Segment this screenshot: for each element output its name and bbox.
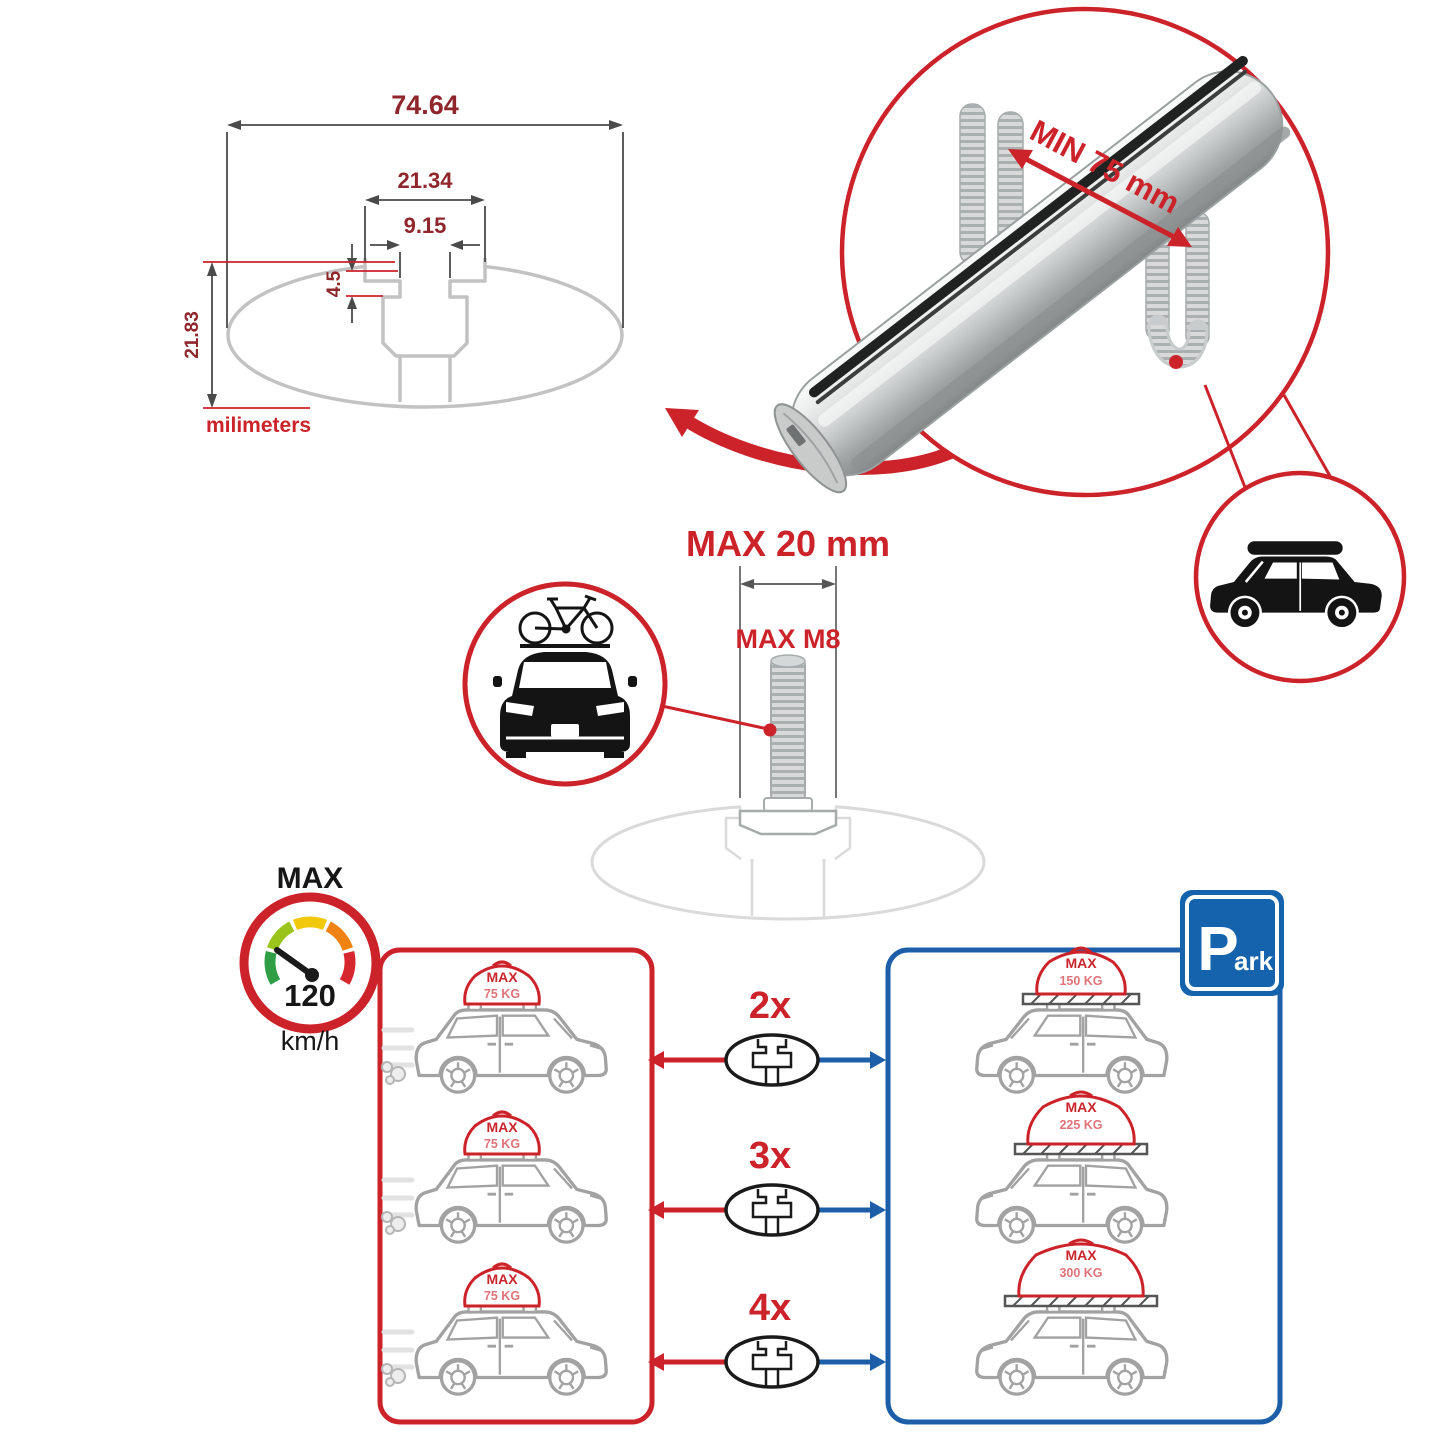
attachment-point-dot [1169,355,1183,369]
unit-label: milimeters [206,414,311,437]
bolt-leader-line [661,704,769,731]
max-width-label: MAX 20 mm [686,523,890,564]
crossbar-image [773,55,1291,494]
dim-slot-inner [370,240,480,278]
dim-height [203,261,395,409]
t-nut-icon [738,809,838,836]
driving-panel-box [377,947,655,1425]
bolt-icon [738,654,838,836]
min-span-dim [1008,149,1192,247]
multiplier-label: 2x [749,985,791,1027]
roof-bag-icon: MAX 150 KG [1035,946,1127,996]
profile-web [398,356,452,402]
bag-max-label: MAX [1065,955,1097,971]
bag-load-label: 75 KG [484,987,520,1001]
car-front-icon [493,644,637,758]
bag-load-label: 300 KG [1059,1266,1102,1280]
multiplier-label: 3x [749,1135,791,1177]
dim-width-label: 74.64 [391,90,459,120]
dim-slot-outer-label: 21.34 [397,168,453,193]
parked-panel-box [885,947,1283,1425]
roof-bag-icon: MAX 75 KG [463,1262,541,1308]
bag-max-label: MAX [486,1119,518,1135]
roof-bag-icon: MAX 75 KG [463,960,541,1006]
park-sign: P ark [1180,890,1284,996]
bolt-diagram: MAX 20 mm MAX M8 [462,523,986,921]
exhaust-icon [381,1211,406,1235]
dim-lip-label: 4.5 [324,270,345,297]
exhaust-icon [381,1363,406,1387]
bag-max-label: MAX [486,1271,518,1287]
roof-basket-icon [1013,1142,1149,1156]
crossbar-section-icon [724,1033,820,1087]
dim-lip [346,244,398,323]
dim-height-label: 21.83 [182,311,203,359]
max-thread-label: MAX M8 [735,624,840,654]
roof-bag-icon: MAX 300 KG [1017,1238,1145,1298]
cross-section-diagram: 74.64 21.34 9.15 4.5 21.83 milimeters [182,90,624,437]
speed-unit: km/h [281,1026,340,1056]
u-bolt-curve [1147,314,1209,369]
crossbar-section-icon [724,1183,820,1237]
roof-bag-icon: MAX 75 KG [463,1110,541,1156]
dim-slot-outer [364,195,486,262]
dim-slot-inner-label: 9.15 [404,213,447,238]
dim-bolt-width [739,566,837,798]
multiplier-rows: 2x 3x 4x [648,985,886,1389]
driving-cars: MAX 75 KG MAX 75 KG MAX [381,960,608,1396]
parked-cars: MAX 150 KG MAX 225 KG MA [975,946,1169,1396]
bolt-point-dot [763,723,777,737]
roof-basket-icon [1021,992,1141,1006]
park-rest: ark [1234,946,1274,976]
speedometer-icon: MAX 120 km/h [239,862,381,1056]
bike-icon [518,594,614,645]
bag-max-label: MAX [1065,1099,1097,1115]
bag-load-label: 75 KG [484,1289,520,1303]
speed-max-label: MAX [277,862,344,895]
profile-t-slot [363,258,487,358]
dim-width [226,120,624,328]
speed-value: 120 [284,978,336,1013]
crossbar-section-icon [724,1335,820,1389]
speedometer-needle [274,947,315,978]
multiplier-label: 4x [749,1287,791,1329]
faint-profile-slot [724,806,852,917]
bag-load-label: 75 KG [484,1137,520,1151]
park-letter: P [1197,915,1238,984]
bag-load-label: 150 KG [1059,974,1102,988]
exhaust-icon [381,1061,406,1085]
bag-max-label: MAX [1065,1247,1097,1263]
bag-load-label: 225 KG [1059,1118,1102,1132]
roof-bag-icon: MAX 225 KG [1026,1090,1136,1146]
bag-max-label: MAX [486,969,518,985]
crossbar-detail: MIN 75 mm [773,6,1407,684]
